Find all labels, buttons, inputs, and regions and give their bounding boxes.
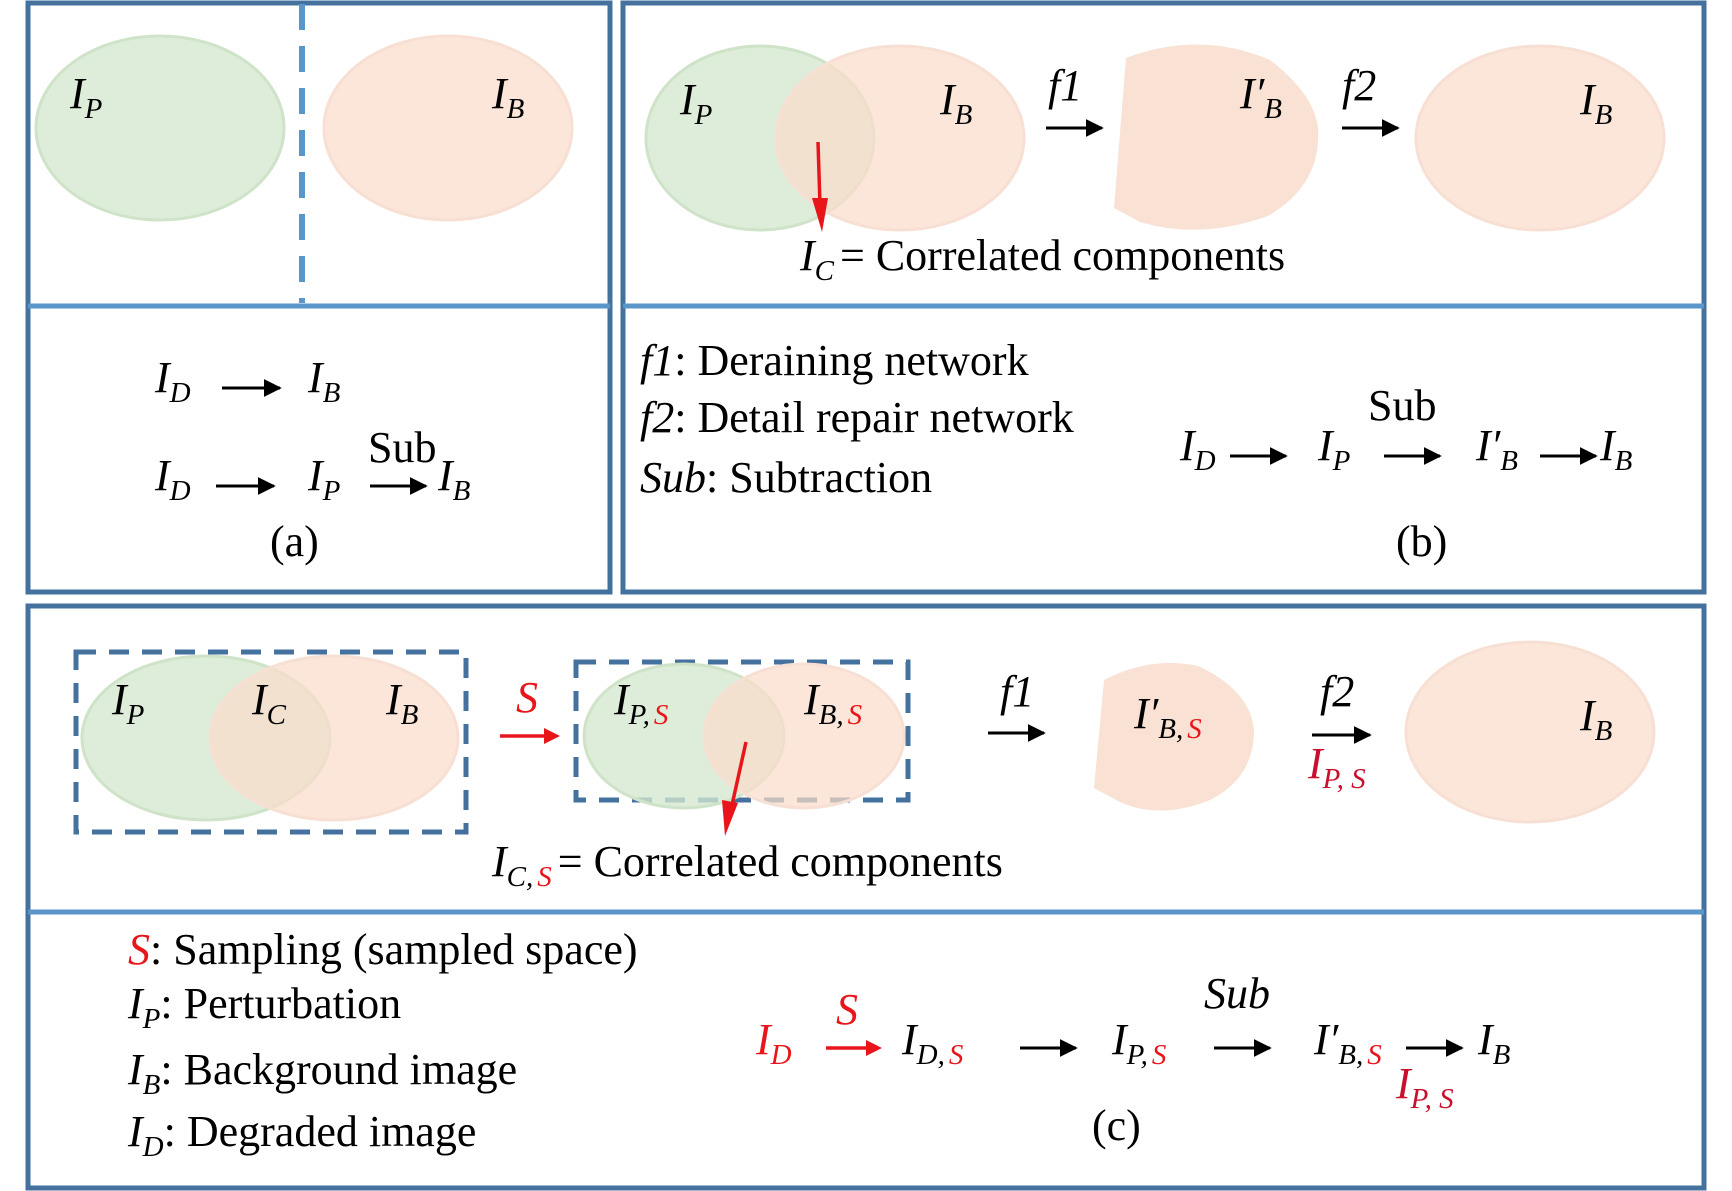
svg-text:IP,S: IP,S xyxy=(1111,1015,1167,1071)
svg-text:IP: IP xyxy=(307,451,340,507)
svg-text:ID: ID xyxy=(154,353,191,409)
label-ibs: IB,S xyxy=(803,675,863,731)
label-ip: IP xyxy=(679,75,712,131)
panel-c-legend: S: Sampling (sampled space) IP: Perturba… xyxy=(127,925,638,1163)
panel-c-frame xyxy=(25,603,1707,1191)
label-ib: IB xyxy=(939,75,973,131)
label-ip: IP xyxy=(111,675,144,731)
panel-a-frame xyxy=(25,0,613,595)
label-ib: IB xyxy=(491,69,525,125)
panel-a-equation-1: ID IB xyxy=(154,353,341,409)
legend-degraded: ID: Degraded image xyxy=(127,1107,476,1163)
panel-c-caption: (c) xyxy=(1092,1101,1141,1150)
label-ic: IC xyxy=(251,675,287,731)
legend-sub: Sub: Subtraction xyxy=(640,453,932,502)
f2-input-label: IP, S xyxy=(1307,739,1366,795)
panel-b-frame xyxy=(620,0,1707,595)
background-circle xyxy=(322,34,574,222)
svg-text:I′B,S: I′B,S xyxy=(1313,1015,1382,1071)
background-circle xyxy=(208,654,460,822)
legend-sampling: S: Sampling (sampled space) xyxy=(128,925,638,974)
under-arrow-label: IP, S xyxy=(1395,1059,1454,1115)
sub-op-label: Sub xyxy=(368,423,436,472)
label-ip: IP xyxy=(69,69,102,125)
label-ib: IB xyxy=(385,675,419,731)
sampled-space-box xyxy=(573,659,911,803)
legend-f1: f1: Deraining network xyxy=(640,336,1029,385)
label-ib-final: IB xyxy=(1579,691,1613,747)
svg-text:IB: IB xyxy=(1477,1015,1511,1071)
correlated-pointer-arrow xyxy=(730,741,748,806)
sampled-derained-shape xyxy=(1094,663,1254,811)
label-ibs-prime: I′B,S xyxy=(1133,689,1202,745)
svg-text:I′B: I′B xyxy=(1475,421,1518,477)
panel-a-equation-2: ID IP Sub IB xyxy=(154,423,471,507)
correlated-pointer-arrowhead xyxy=(812,198,828,232)
background-circle xyxy=(774,44,1026,232)
panel-a: IP IB ID IB ID IP Sub IB (a) xyxy=(25,0,613,595)
panel-c: IP IC IB S IP,S IB,S f1 I′B,S f2 IP, S I… xyxy=(25,603,1707,1191)
sampling-arrowhead xyxy=(544,728,560,744)
panel-b-legend: f1: Deraining network f2: Detail repair … xyxy=(640,336,1074,502)
label-ib-final: IB xyxy=(1579,75,1613,131)
sample-op-label: S xyxy=(836,985,858,1034)
svg-text:ID: ID xyxy=(154,451,191,507)
panel-b-equation: ID IP Sub I′B IB xyxy=(1179,381,1633,477)
legend-background: IB: Background image xyxy=(127,1045,517,1101)
final-background-circle xyxy=(1404,640,1656,824)
svg-text:ID: ID xyxy=(755,1015,792,1071)
correlated-pointer-arrow xyxy=(816,141,822,206)
sampled-background-circle xyxy=(702,662,906,810)
svg-text:IB: IB xyxy=(1599,421,1633,477)
panel-b: IP IB f1 I′B f2 IB IC= Correlated compon… xyxy=(620,0,1707,595)
panel-c-equation: ID S ID,S IP,S Sub I′B,S IP, S IB xyxy=(755,969,1511,1115)
f1-label: f1 xyxy=(1048,61,1082,110)
sampling-arrowhead xyxy=(866,1040,882,1056)
final-background-circle xyxy=(1414,44,1666,232)
svg-text:IB: IB xyxy=(437,451,471,507)
label-ib-prime: I′B xyxy=(1239,69,1282,125)
sub-op-label: Sub xyxy=(1368,381,1436,430)
panel-b-caption: (b) xyxy=(1396,517,1447,566)
correlated-components-label: IC,S= Correlated components xyxy=(491,837,1003,893)
svg-text:ID: ID xyxy=(1179,421,1216,477)
sampling-label: S xyxy=(516,673,538,722)
label-ips: IP,S xyxy=(613,675,669,731)
f1-label: f1 xyxy=(1000,667,1034,716)
svg-text:ID,S: ID,S xyxy=(901,1015,964,1071)
derained-shape xyxy=(1114,44,1319,230)
f2-label: f2 xyxy=(1320,667,1354,716)
correlated-components-label: IC= Correlated components xyxy=(799,231,1285,287)
correlated-pointer-arrowhead xyxy=(722,800,738,836)
svg-text:IP: IP xyxy=(1317,421,1350,477)
legend-f2: f2: Detail repair network xyxy=(640,393,1074,442)
f2-label: f2 xyxy=(1342,61,1376,110)
svg-text:IB: IB xyxy=(307,353,341,409)
perturbation-circle xyxy=(34,34,286,222)
original-space-box xyxy=(73,649,469,835)
panel-a-caption: (a) xyxy=(270,517,319,566)
legend-perturbation: IP: Perturbation xyxy=(127,979,401,1035)
sub-op-label: Sub xyxy=(1204,969,1270,1018)
